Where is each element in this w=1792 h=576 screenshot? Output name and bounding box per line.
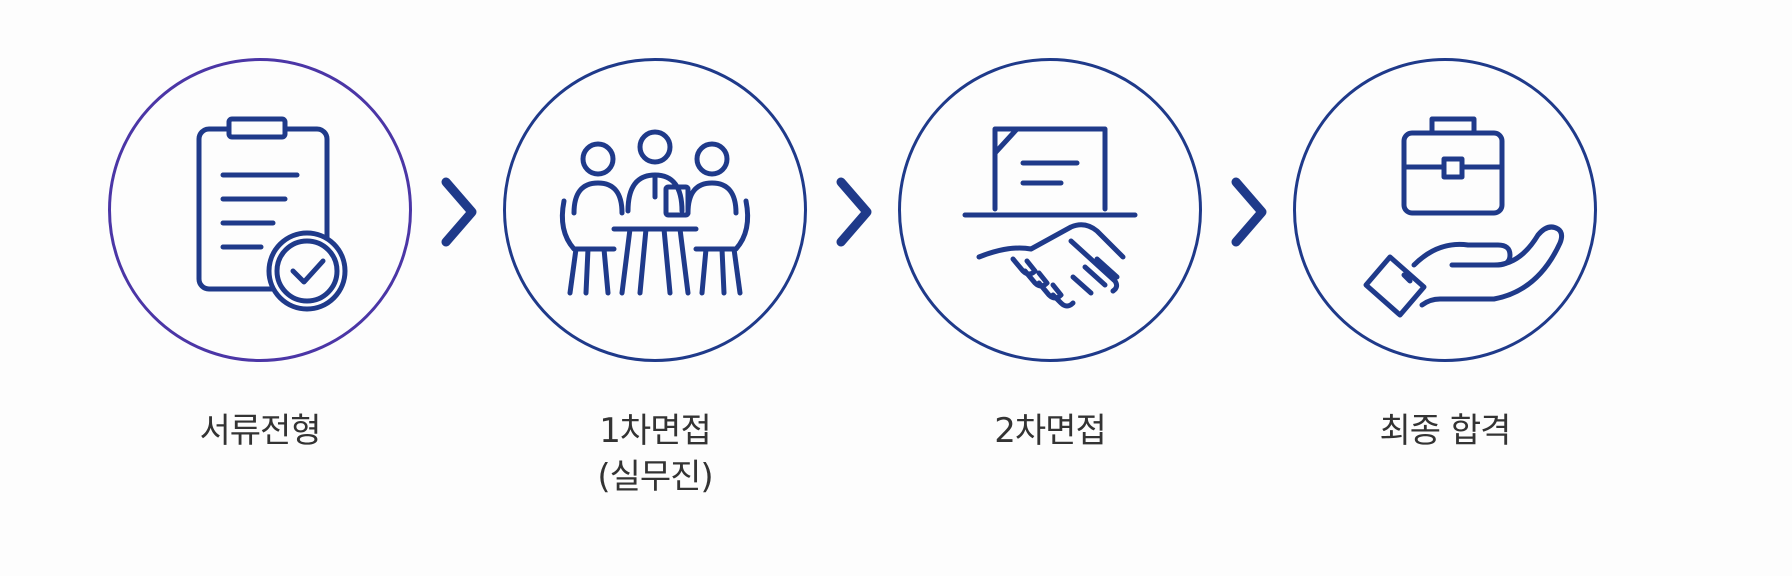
step-label: 서류전형	[100, 408, 420, 454]
meeting-icon	[559, 129, 751, 296]
step-circle	[503, 58, 807, 362]
chevron-right-icon	[836, 177, 872, 247]
clipboard-check-icon	[196, 116, 348, 312]
step-title: 2차면접	[994, 411, 1106, 451]
step-label: 1차면접 (실무진)	[495, 408, 815, 500]
step-title: 1차면접	[599, 411, 711, 451]
chevron-right-icon	[441, 177, 477, 247]
hand-briefcase-icon	[1363, 116, 1565, 318]
step-label: 최종 합격	[1285, 408, 1605, 454]
step-circle	[898, 58, 1202, 362]
step-subtitle: (실무진)	[597, 457, 713, 497]
step-circle	[108, 58, 412, 362]
step-label: 2차면접	[890, 408, 1210, 454]
step-title: 서류전형	[199, 411, 321, 451]
step-title: 최종 합격	[1379, 411, 1512, 451]
step-circle	[1293, 58, 1597, 362]
chevron-right-icon	[1231, 177, 1267, 247]
handshake-icon	[962, 126, 1138, 309]
